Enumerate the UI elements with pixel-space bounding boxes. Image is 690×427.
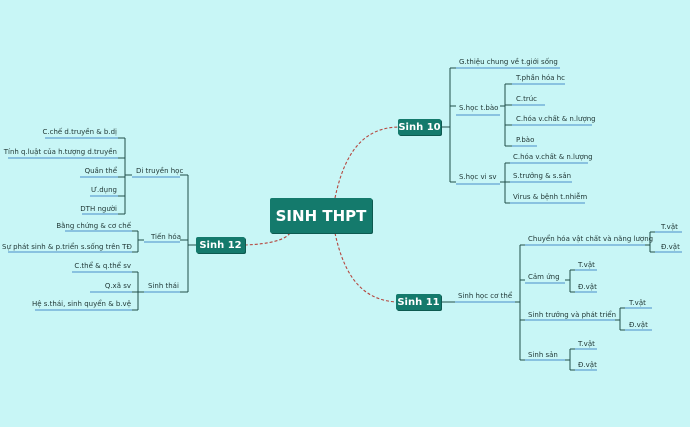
topic-sinh-11-label: Sinh 11: [397, 296, 440, 308]
node-sinh-thai-item[interactable]: C.thể & q.thể sv: [74, 262, 131, 270]
connector-sinh11: [334, 232, 397, 303]
connector-sinh12: [244, 232, 291, 246]
topic-sinh-12-label: Sinh 12: [199, 239, 242, 251]
node-te-bao-item[interactable]: P.bào: [516, 136, 535, 144]
node-vi-sv-item[interactable]: S.trưởng & s.sản: [513, 172, 572, 180]
node-chuyen-hoa-item[interactable]: Đ.vật: [661, 243, 680, 251]
node-hoc-vi-sv[interactable]: S.học vi sv: [459, 173, 497, 181]
topic-sinh-10-label: Sinh 10: [398, 121, 441, 133]
node-di-truyen-item[interactable]: Tính q.luật của h.tượng d.truyền: [3, 148, 117, 156]
node-sinh-san[interactable]: Sinh sản: [528, 351, 558, 359]
node-sinh-san-item[interactable]: Đ.vật: [578, 361, 597, 369]
node-gioi-thieu[interactable]: G.thiệu chung về t.giới sống: [459, 58, 558, 66]
node-te-bao-item[interactable]: T.phần hóa hc: [516, 74, 566, 82]
node-di-truyen-item[interactable]: Quần thể: [84, 167, 117, 175]
node-te-bao-item[interactable]: C.trúc: [516, 95, 538, 103]
central-topic[interactable]: SINH THPT: [270, 198, 372, 233]
node-chuyen-hoa-item[interactable]: T.vật: [661, 223, 678, 231]
topic-sinh-11[interactable]: Sinh 11: [396, 294, 441, 310]
node-cam-ung[interactable]: Cảm ứng: [528, 273, 560, 281]
node-vi-sv-item[interactable]: C.hóa v.chất & n.lượng: [513, 153, 593, 161]
node-di-truyen-item[interactable]: Ư.dụng: [91, 186, 117, 194]
node-cam-ung-item[interactable]: T.vật: [578, 261, 595, 269]
node-di-truyen-item[interactable]: DTH người: [80, 205, 117, 213]
node-sinh-thai-item[interactable]: Hệ s.thái, sinh quyển & b.vệ: [31, 300, 131, 308]
node-sinh-hoc-co-the[interactable]: Sinh học cơ thể: [458, 292, 513, 300]
node-tien-hoa[interactable]: Tiến hóa: [151, 233, 181, 241]
node-sinh-san-item[interactable]: T.vật: [578, 340, 595, 348]
node-sinh-thai[interactable]: Sinh thái: [148, 282, 179, 290]
node-sinh-truong[interactable]: Sinh trưởng và phát triển: [528, 311, 617, 319]
topic-sinh-12[interactable]: Sinh 12: [196, 237, 245, 253]
node-tien-hoa-item[interactable]: Sự phát sinh & p.triển s.sống trên TĐ: [2, 243, 132, 251]
connector-sinh10: [334, 126, 399, 199]
node-di-truyen-hoc[interactable]: Di truyền học: [136, 167, 184, 175]
node-vi-sv-item[interactable]: Virus & bệnh t.nhiễm: [513, 193, 588, 201]
node-chuyen-hoa[interactable]: Chuyển hóa vật chất và năng lượng: [528, 235, 654, 243]
node-tien-hoa-item[interactable]: Bằng chứng & cơ chế: [56, 222, 131, 230]
node-sinh-truong-item[interactable]: T.vật: [629, 299, 646, 307]
node-sinh-truong-item[interactable]: Đ.vật: [629, 321, 648, 329]
node-cam-ung-item[interactable]: Đ.vật: [578, 283, 597, 291]
node-sinh-thai-item[interactable]: Q.xã sv: [104, 282, 131, 290]
node-hoc-te-bao[interactable]: S.học t.bào: [459, 104, 499, 112]
central-topic-label: SINH THPT: [275, 206, 367, 225]
node-di-truyen-item[interactable]: C.chế d.truyền & b.dị: [42, 128, 117, 136]
topic-sinh-10[interactable]: Sinh 10: [398, 119, 441, 135]
node-te-bao-item[interactable]: C.hóa v.chất & n.lượng: [516, 115, 596, 123]
